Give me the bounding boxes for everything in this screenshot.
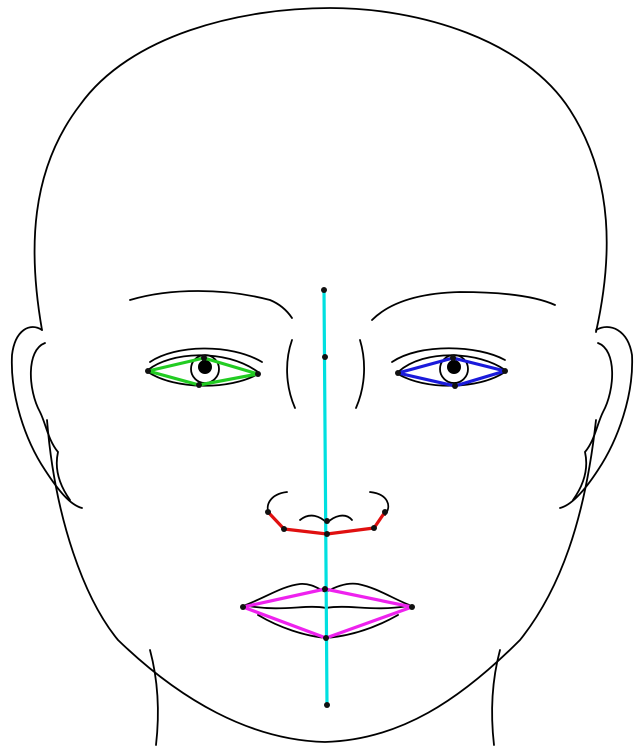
landmark-point — [240, 604, 246, 610]
landmark-point — [452, 383, 458, 389]
landmark-point — [324, 518, 330, 524]
nose-bridge-left — [287, 340, 295, 408]
left-eye-pupil — [198, 360, 212, 374]
landmark-point — [321, 287, 327, 293]
landmark-point — [322, 586, 328, 592]
landmark-point — [450, 355, 456, 361]
face-outline-drawing — [12, 8, 632, 745]
right-eye-pupil — [447, 360, 461, 374]
right-ear — [560, 327, 632, 508]
landmark-point — [395, 370, 401, 376]
landmark-point — [145, 368, 151, 374]
landmark-point — [265, 509, 271, 515]
landmark-point — [281, 526, 287, 532]
landmark-point — [201, 355, 207, 361]
head-outline — [35, 8, 607, 742]
landmark-point — [324, 531, 330, 537]
right-ear-inner — [573, 343, 612, 500]
landmark-overlays — [148, 290, 505, 705]
landmark-point — [323, 635, 329, 641]
landmark-point — [324, 702, 330, 708]
left-ear-inner — [31, 343, 70, 500]
left-eyebrow — [130, 291, 292, 318]
landmark-point — [382, 509, 388, 515]
landmark-point — [371, 525, 377, 531]
landmark-point — [255, 371, 261, 377]
landmark-point — [502, 368, 508, 374]
neck-left — [150, 650, 158, 745]
left-ear — [12, 327, 82, 508]
lip-line — [248, 606, 408, 608]
landmark-point — [196, 382, 202, 388]
landmark-point — [409, 604, 415, 610]
landmark-point — [322, 354, 328, 360]
nose-bridge-right — [356, 340, 364, 408]
right-eyebrow — [372, 292, 555, 320]
facial-midline — [324, 290, 327, 705]
